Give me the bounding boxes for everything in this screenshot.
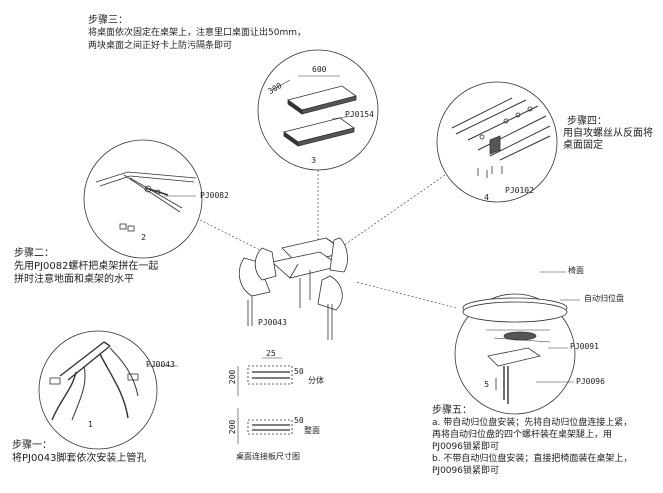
- step3-title: 步骤三：: [88, 15, 128, 26]
- step3-number: 3: [311, 156, 317, 165]
- step3-line1: 将桌面依次固定在桌架上，注意里口桌面让出50mm，: [88, 28, 306, 38]
- step5-line-b2: PJ0096锁紧即可: [432, 466, 499, 476]
- step4-line1: 用自攻螺丝从反面将: [563, 128, 653, 139]
- step3-line2: 两块桌面之间正好卡上防污隔条即可: [88, 41, 233, 51]
- step5-line-a3: PJ0096锁紧即可: [432, 442, 499, 452]
- strip-bottom-label: 整面: [304, 426, 320, 435]
- connector-strip-drawings: [237, 357, 293, 444]
- center-part-label: PJ0043: [258, 318, 287, 327]
- step5-number: 5: [484, 380, 490, 389]
- center-assembly: [238, 237, 348, 340]
- step3-dim-600: 600: [312, 65, 327, 74]
- step3-part-label: PJ0154: [345, 110, 374, 119]
- step1-number: 1: [88, 420, 94, 429]
- strip-top-50: 50: [294, 367, 304, 376]
- step5-detail-circle: [454, 293, 576, 415]
- step5-line-a1: a. 带自动归位盘安装；先将自动归位盘连接上紧，: [432, 418, 633, 428]
- step5-part2: PJ0096: [576, 377, 605, 386]
- step2-number: 2: [141, 233, 147, 242]
- strip-top-label: 分体: [308, 376, 324, 385]
- step4-part-label: PJ0102: [505, 186, 534, 195]
- step2-line1: 先用PJ0082螺杆把桌架拼在一起: [14, 261, 159, 272]
- step1-part-label: PJ0043: [146, 360, 175, 369]
- step5-title: 步骤五：: [432, 405, 472, 416]
- step2-title: 步骤二：: [14, 248, 54, 259]
- step1-detail-circle: [38, 330, 158, 450]
- strip-bottom-50: 50: [294, 416, 304, 425]
- step3-detail-circle: [257, 49, 379, 171]
- step2-part-label: PJ0082: [200, 191, 229, 200]
- step5-label-disc: 自动归位盘: [584, 294, 624, 303]
- step5-line-a2: 再将自动归位盘的四个螺杆装在桌架腿上，用: [432, 430, 613, 440]
- step2-line2: 拼时注意地面和桌架的水平: [14, 274, 134, 285]
- step2-detail-circle: [83, 139, 203, 259]
- step4-line2: 桌面固定: [563, 140, 603, 151]
- step1-line1: 将PJ0043脚套依次安装上管孔: [12, 453, 147, 464]
- strip-bottom-200: 200: [228, 419, 238, 435]
- step4-title: 步骤四：: [567, 116, 607, 127]
- step4-number: 4: [484, 193, 490, 202]
- step5-part1: PJ0091: [570, 342, 599, 351]
- strip-top-200: 200: [228, 369, 238, 385]
- strip-caption: 桌面连接板尺寸图: [236, 452, 300, 461]
- step5-line-b1: b. 不带自动归位盘安装；直接把椅面装在桌架上，: [432, 454, 633, 464]
- step5-label-seat: 椅面: [568, 266, 584, 275]
- strip-top-25: 25: [266, 349, 276, 358]
- step1-title: 步骤一：: [12, 440, 52, 451]
- step4-detail-circle: [436, 81, 558, 203]
